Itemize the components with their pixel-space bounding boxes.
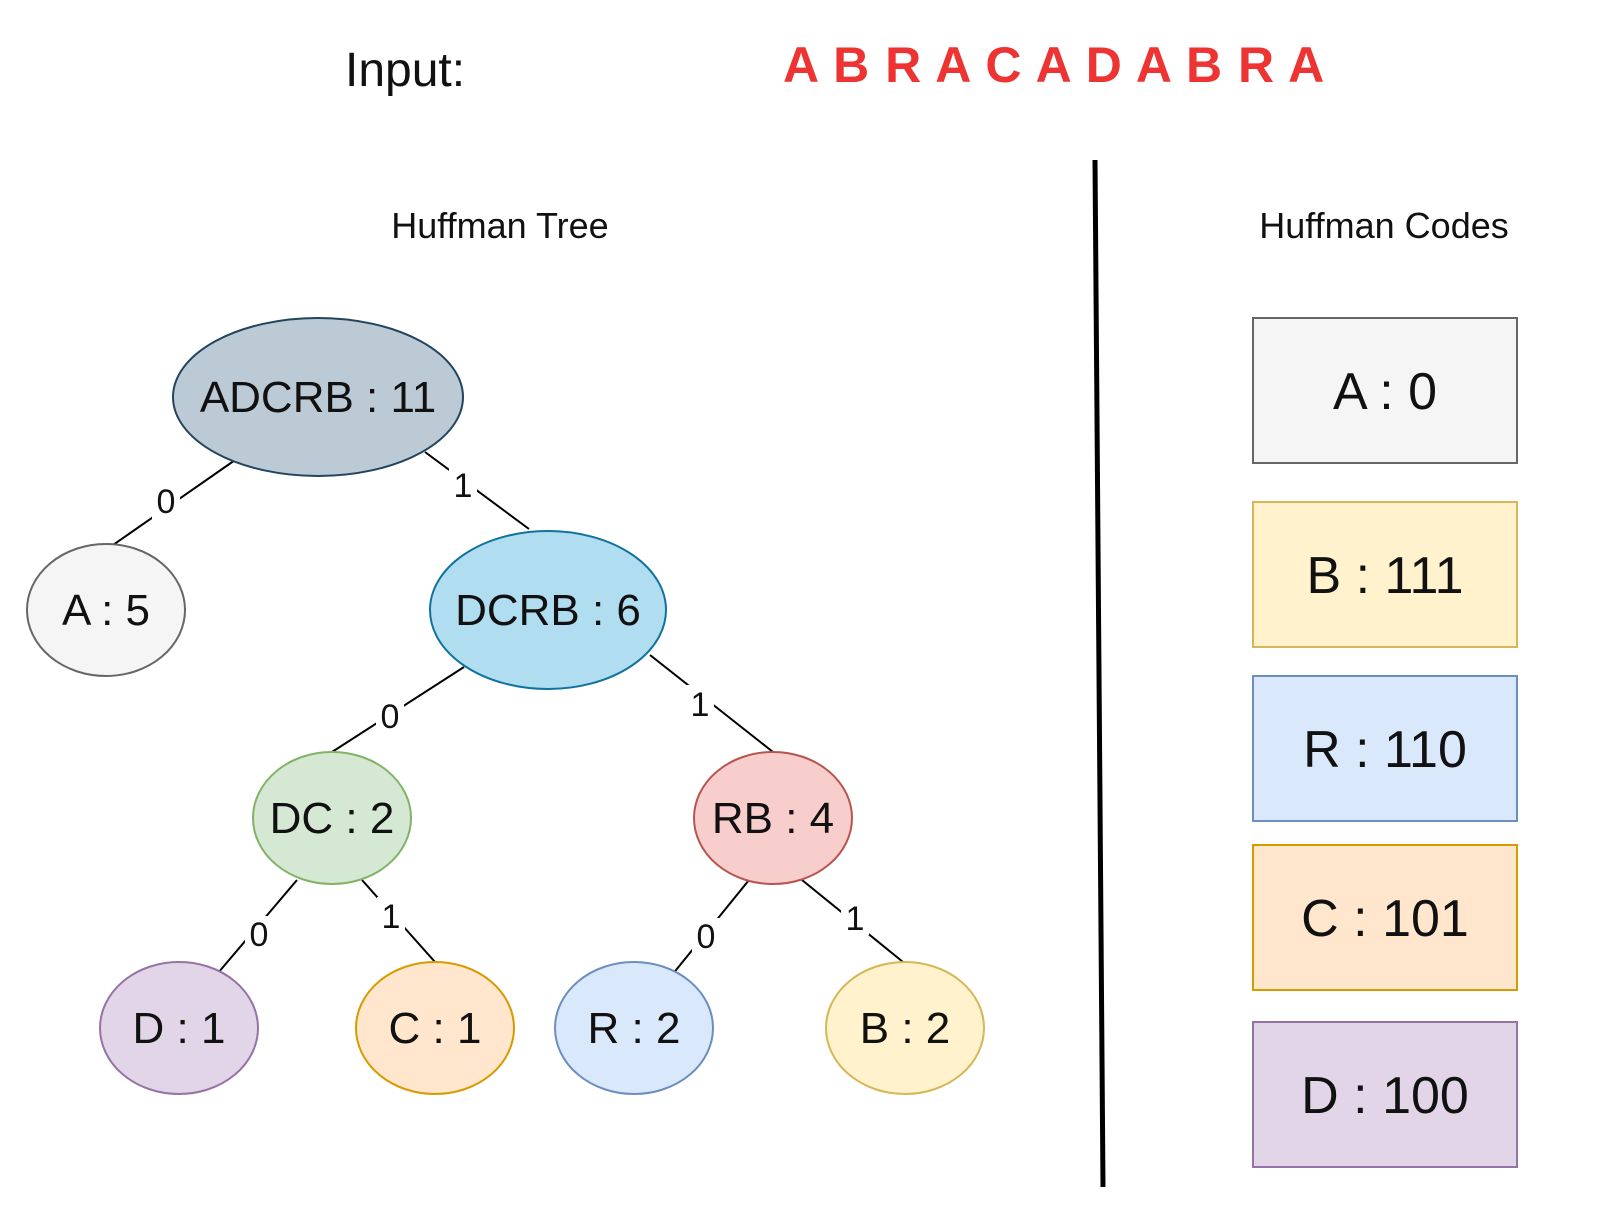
tree-node-r: R : 2 xyxy=(554,961,714,1095)
tree-node-d-label: D : 1 xyxy=(133,1004,226,1053)
code-label-b: B : 111 xyxy=(1306,547,1463,605)
code-box-b: B : 111 xyxy=(1252,501,1518,648)
codes-title: Huffman Codes xyxy=(1259,205,1508,246)
tree-node-c-label: C : 1 xyxy=(389,1004,482,1053)
tree-node-root-label: ADCRB : 11 xyxy=(200,373,436,422)
tree-node-root: ADCRB : 11 xyxy=(172,317,464,477)
input-label: Input: xyxy=(345,44,465,97)
tree-node-dcrb: DCRB : 6 xyxy=(429,530,667,690)
tree-nodes: ADCRB : 11 A : 5 DCRB : 6 DC : 2 RB : 4 … xyxy=(26,317,985,1095)
tree-node-r-label: R : 2 xyxy=(588,1004,681,1053)
edge-label-rb-r: 0 xyxy=(697,918,716,956)
tree-edges xyxy=(112,451,904,976)
tree-node-c: C : 1 xyxy=(355,961,515,1095)
edge-labels: 0 1 0 1 0 1 0 1 xyxy=(152,466,869,956)
tree-node-a: A : 5 xyxy=(26,543,186,677)
tree-node-d: D : 1 xyxy=(99,961,259,1095)
code-box-a: A : 0 xyxy=(1252,317,1518,464)
tree-node-b: B : 2 xyxy=(825,961,985,1095)
code-list: A : 0 B : 111 R : 110 C : 101 D : 100 xyxy=(1252,317,1518,1168)
tree-node-dc: DC : 2 xyxy=(252,751,412,885)
edge-label-dcrb-rb: 1 xyxy=(691,686,710,724)
tree-node-rb-label: RB : 4 xyxy=(712,794,834,843)
code-label-r: R : 110 xyxy=(1303,721,1467,779)
code-label-a: A : 0 xyxy=(1333,363,1437,421)
edge-label-rb-b: 1 xyxy=(846,900,865,938)
code-box-c: C : 101 xyxy=(1252,844,1518,991)
tree-node-b-label: B : 2 xyxy=(860,1004,951,1053)
code-box-d: D : 100 xyxy=(1252,1021,1518,1168)
input-text: A B R A C A D A B R A xyxy=(783,37,1325,93)
code-label-c: C : 101 xyxy=(1301,890,1469,948)
edge-label-root-dcrb: 1 xyxy=(454,467,473,505)
edge-label-dc-d: 0 xyxy=(250,916,269,954)
edge-label-root-a: 0 xyxy=(157,483,176,521)
tree-node-dcrb-label: DCRB : 6 xyxy=(455,586,641,635)
tree-node-dc-label: DC : 2 xyxy=(270,794,395,843)
tree-title: Huffman Tree xyxy=(391,205,608,246)
edge-label-dc-c: 1 xyxy=(382,898,401,936)
section-divider xyxy=(1092,159,1106,1188)
code-label-d: D : 100 xyxy=(1301,1067,1469,1125)
tree-node-a-label: A : 5 xyxy=(62,586,150,635)
edge-label-dcrb-dc: 0 xyxy=(381,698,400,736)
tree-node-rb: RB : 4 xyxy=(693,751,853,885)
code-box-r: R : 110 xyxy=(1252,675,1518,822)
